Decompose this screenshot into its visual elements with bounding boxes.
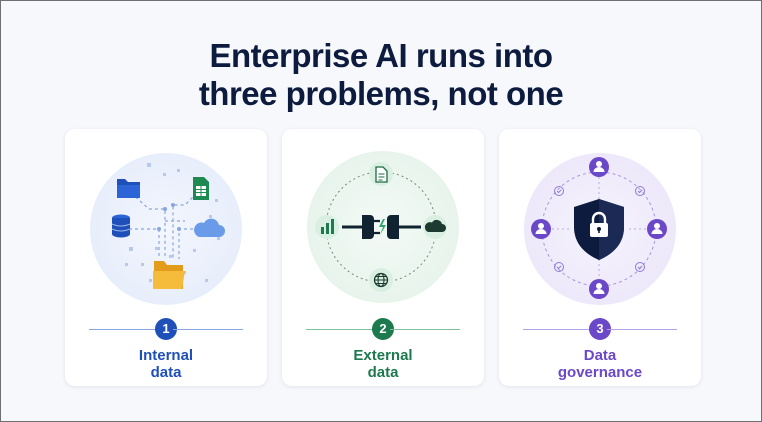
database-icon [111, 214, 131, 238]
spreadsheet-icon [193, 177, 209, 200]
bar-chart-icon [315, 215, 339, 239]
card-label-line-1: External [353, 347, 413, 364]
folder-icon [117, 179, 140, 198]
plug-connector-icon [342, 215, 421, 239]
badge-row: 3 [499, 318, 701, 340]
divider-left [523, 329, 593, 330]
globe-icon [369, 268, 393, 292]
spoke-lines [547, 177, 651, 281]
divider-right [173, 329, 243, 330]
title-line-1: Enterprise AI runs into [209, 37, 554, 74]
number-badge: 3 [589, 318, 611, 340]
open-folder-icon [153, 261, 185, 289]
card-label: Internal data [65, 347, 267, 381]
title-line-2: three problems, not one [198, 75, 564, 112]
divider-right [390, 329, 460, 330]
card-label-line-1: Data [583, 347, 617, 364]
card-label-line-2: data [367, 364, 399, 381]
divider-right [607, 329, 677, 330]
internal-data-illustration [90, 153, 242, 305]
badge-row: 1 [65, 318, 267, 340]
divider-left [89, 329, 159, 330]
cloud-icon [194, 218, 225, 237]
cloud-icon [423, 215, 447, 239]
external-data-illustration [307, 151, 459, 303]
card-label: External data [282, 347, 484, 381]
governance-illustration [524, 153, 676, 305]
card-internal-data: 1 Internal data [65, 129, 267, 386]
badge-row: 2 [282, 318, 484, 340]
user-icon [531, 157, 667, 299]
connector-nodes [157, 203, 181, 231]
card-external-data: 2 External data [282, 129, 484, 386]
number-badge: 1 [155, 318, 177, 340]
card-label-line-1: Internal [138, 347, 194, 364]
card-label-line-2: data [150, 364, 182, 381]
slide-title: Enterprise AI runs into three problems, … [1, 37, 761, 113]
shield-lock-icon [574, 199, 624, 260]
divider-left [306, 329, 376, 330]
document-icon [369, 162, 393, 186]
number-badge: 2 [372, 318, 394, 340]
card-data-governance: 3 Data governance [499, 129, 701, 386]
card-label: Data governance [499, 347, 701, 381]
check-icon [554, 186, 645, 272]
card-label-line-2: governance [557, 364, 643, 381]
